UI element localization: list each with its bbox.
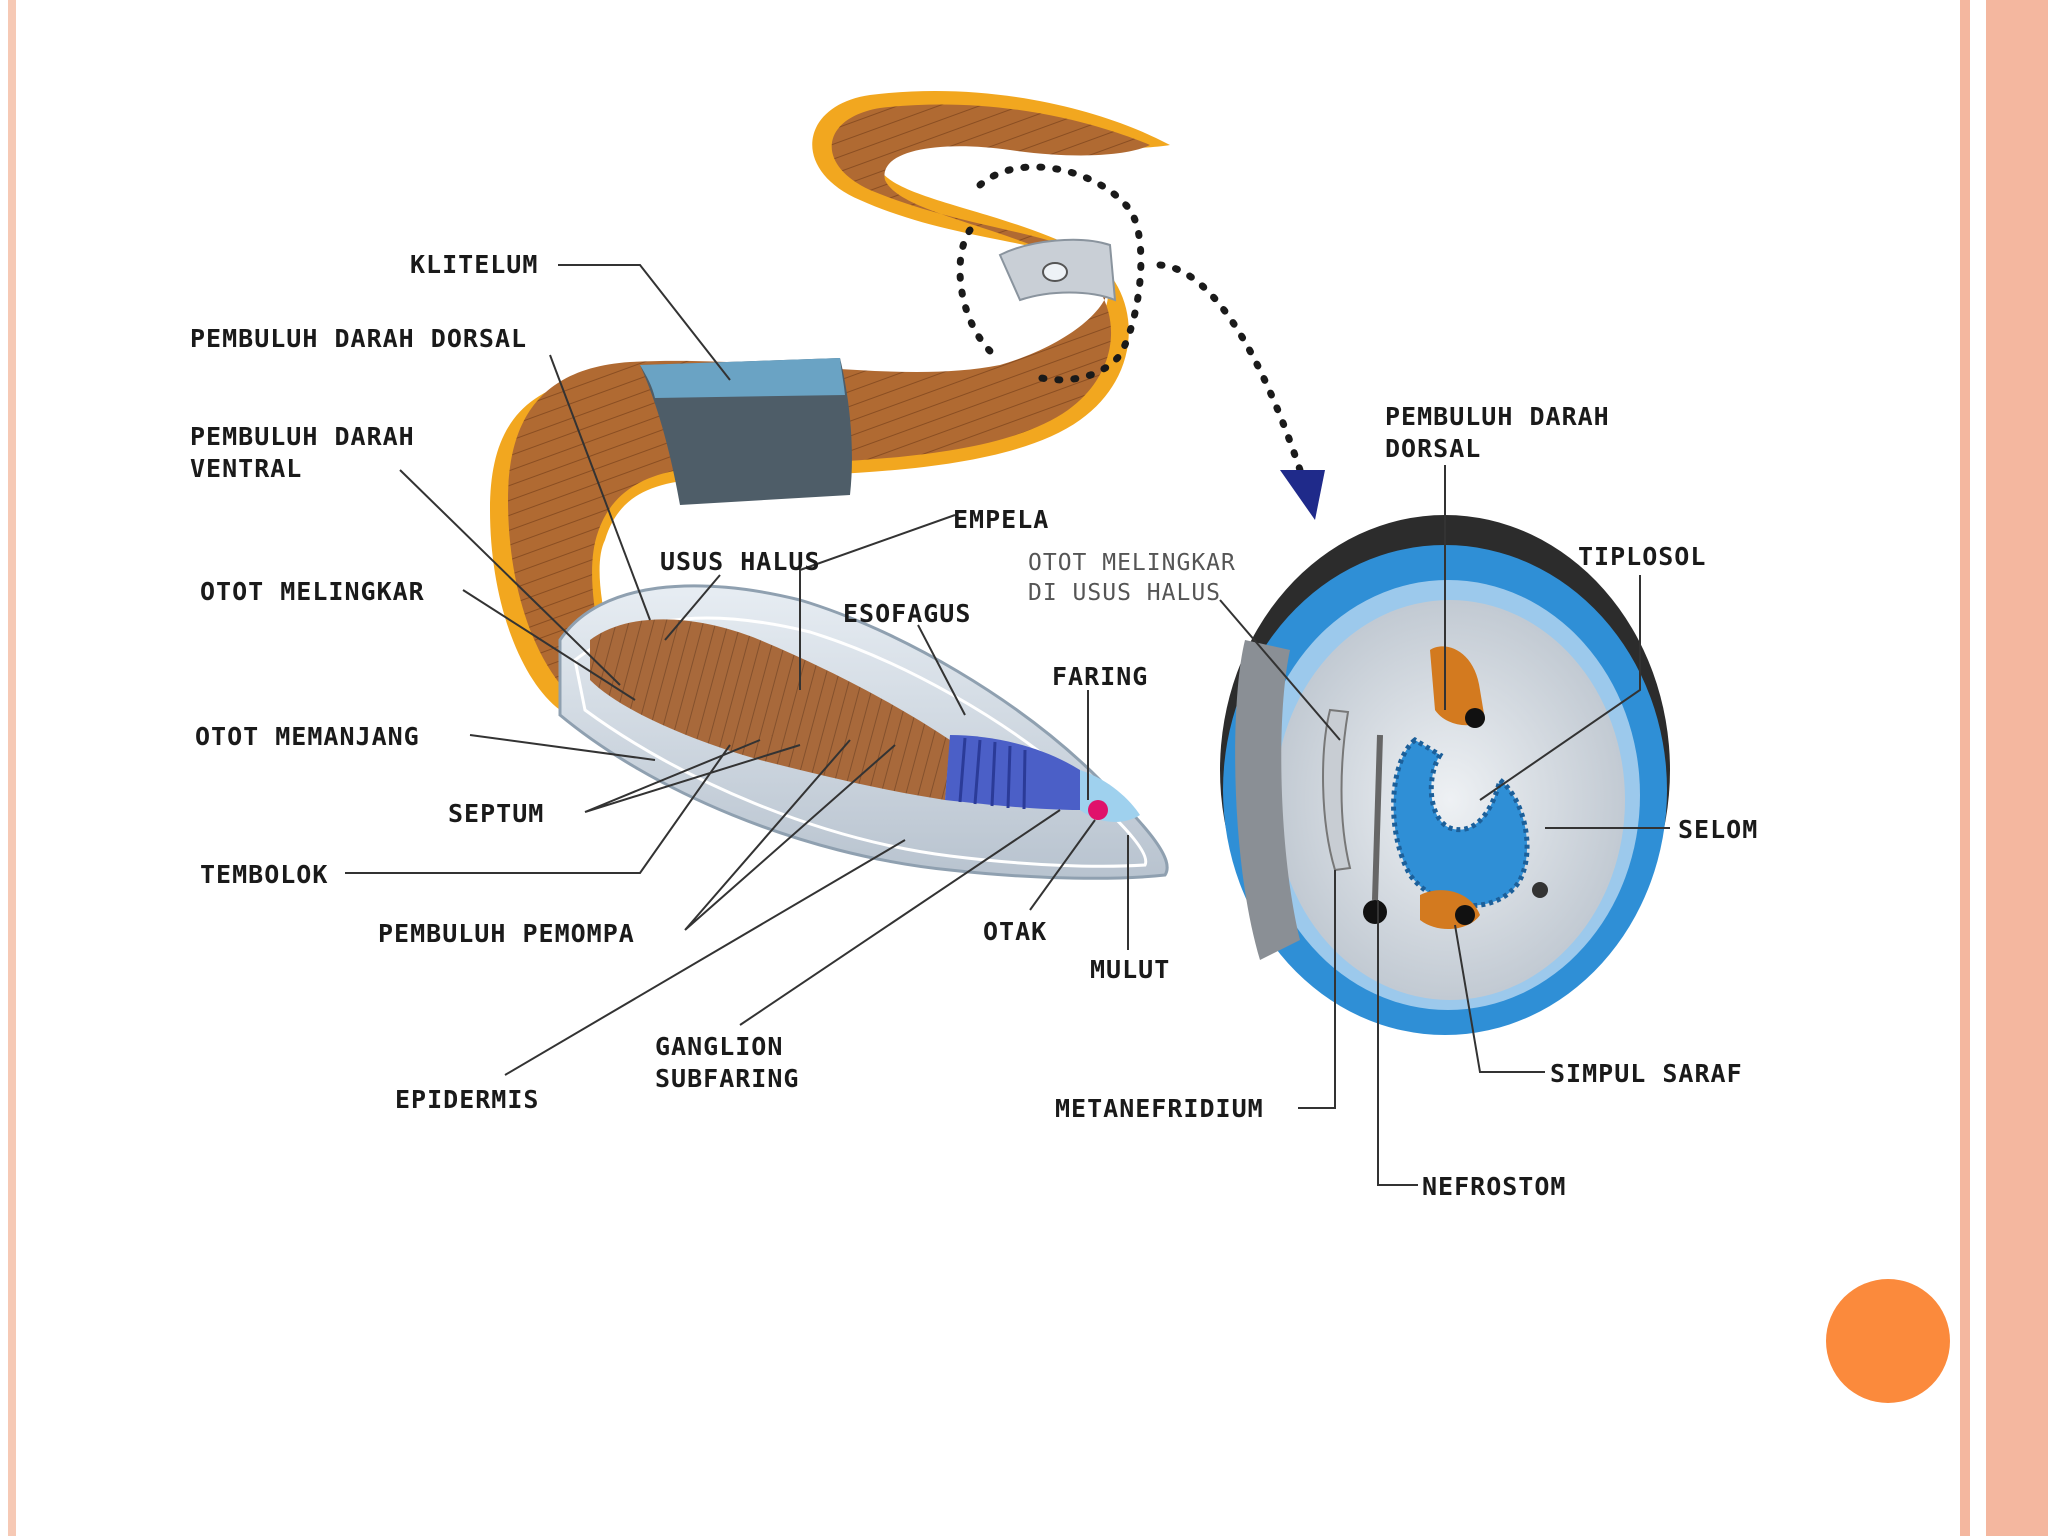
label-selom: SELOM [1678, 815, 1758, 844]
leader-usus-halus [664, 574, 721, 641]
leader-otak [1029, 819, 1096, 911]
leader-septum [584, 739, 801, 813]
metanephridium [1322, 708, 1352, 872]
label-otot-memanjang: OTOT MEMANJANG [195, 722, 420, 751]
leader-otot-melingkar [462, 589, 636, 701]
ventral-vessel [1363, 900, 1387, 924]
arrow-head [1280, 470, 1325, 520]
label-empela: EMPELA [953, 505, 1049, 534]
label-pembuluh-darah-dorsal-right-1: PEMBULUH DARAH [1385, 402, 1610, 431]
leader-pembuluh-dorsal [549, 354, 651, 621]
worm-body [490, 91, 1170, 711]
longitudinal-muscle [1235, 640, 1300, 960]
label-nefrostom: NEFROSTOM [1422, 1172, 1566, 1201]
leader-esofagus [917, 624, 966, 716]
label-tiplosol: TIPLOSOL [1578, 542, 1706, 571]
leader-otot-melingkar-usus [1219, 599, 1341, 741]
leader-klitelum [558, 264, 731, 381]
leader-pembuluh-ventral [399, 469, 621, 686]
label-otot-melingkar-usus-2: DI USUS HALUS [1028, 580, 1221, 606]
nephrostome [1372, 734, 1383, 901]
label-klitelum: KLITELUM [410, 250, 538, 279]
label-otak: OTAK [983, 917, 1047, 946]
slide-frame-right-inner [1960, 0, 1970, 1536]
label-otot-melingkar-usus-1: OTOT MELINGKAR [1028, 550, 1236, 576]
zoom-arrow [956, 163, 1325, 520]
label-faring: FARING [1052, 662, 1148, 691]
leader-tembolok [345, 744, 731, 874]
label-epidermis: EPIDERMIS [395, 1085, 539, 1114]
brain [1088, 800, 1108, 820]
dorsal-vessel-lumen [1465, 708, 1485, 728]
small-cut-lumen [1042, 262, 1068, 282]
slide-frame-right-outer [1980, 0, 2048, 1536]
label-mulut: MULUT [1090, 955, 1170, 984]
label-pembuluh-pemompa: PEMBULUH PEMOMPA [378, 919, 635, 948]
digestive-tract [590, 619, 950, 800]
slide-frame-left [8, 0, 16, 1536]
label-usus-halus: USUS HALUS [660, 547, 821, 576]
worm-anterior-cutaway [558, 584, 1169, 880]
label-septum: SEPTUM [448, 799, 544, 828]
pharynx-rings [958, 737, 1027, 810]
leader-metanefridium [1298, 870, 1336, 1109]
leader-tiplosol [1479, 575, 1641, 801]
label-otot-melingkar: OTOT MELINGKAR [200, 577, 425, 606]
leader-simpul-saraf [1454, 924, 1545, 1073]
label-pembuluh-darah-dorsal-right-2: DORSAL [1385, 434, 1481, 463]
selom-particle [1532, 882, 1548, 898]
label-simpul-saraf: SIMPUL SARAF [1550, 1059, 1743, 1088]
labels: KLITELUM PEMBULUH DARAH DORSAL PEMBULUH … [190, 250, 1758, 1201]
leader-otot-memanjang [469, 734, 656, 761]
cross-section [1220, 515, 1670, 1035]
intestine-wall [1391, 736, 1530, 909]
slide-accent-circle [1826, 1279, 1950, 1403]
leader-lines [345, 264, 1670, 1186]
leader-nefrostom [1377, 900, 1418, 1186]
label-esofagus: ESOFAGUS [843, 599, 971, 628]
dorsal-vessel [1430, 646, 1485, 726]
label-metanefridium: METANEFRIDIUM [1055, 1094, 1264, 1123]
selom-cavity [1275, 600, 1625, 1000]
clitellum-top [640, 358, 845, 398]
leader-empela [799, 514, 956, 690]
cutaway-inner-outline [573, 616, 1148, 868]
label-pembuluh-darah-ventral-1: PEMBULUH DARAH [190, 422, 415, 451]
nerve-cord [1455, 905, 1475, 925]
label-pembuluh-darah-ventral-2: VENTRAL [190, 454, 302, 483]
label-ganglion-1: GANGLION [655, 1032, 783, 1061]
label-ganglion-2: SUBFARING [655, 1064, 799, 1093]
leader-pembuluh-pemompa [684, 739, 896, 931]
label-tembolok: TEMBOLOK [200, 860, 328, 889]
label-pembuluh-darah-dorsal: PEMBULUH DARAH DORSAL [190, 324, 527, 353]
leader-epidermis [504, 839, 906, 1076]
leader-ganglion [739, 809, 1061, 1026]
